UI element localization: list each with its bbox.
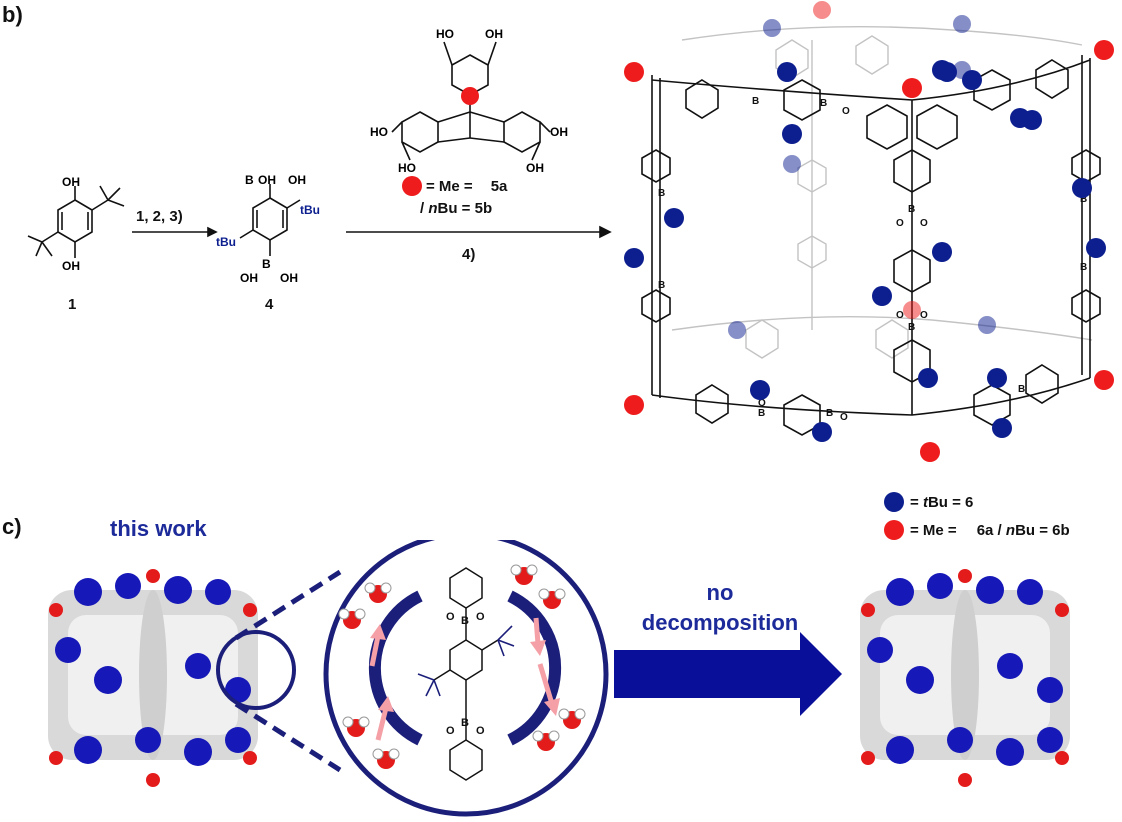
svg-text:O: O <box>896 310 904 321</box>
svg-text:O: O <box>446 725 455 737</box>
panel-c-graphic: B B O O O O <box>48 540 1070 817</box>
oh-label-right2: OH <box>526 161 544 175</box>
arrow-text-line2: decomposition <box>641 610 799 635</box>
legend-tbu: = tBu = 6 <box>884 492 973 512</box>
svg-text:B: B <box>826 408 833 419</box>
reaction-scheme: OH OH B OH OH B OH OH tBu tBu HO OH HO H… <box>27 27 612 285</box>
svg-text:B: B <box>1018 384 1025 395</box>
ho-label-left2: HO <box>398 161 416 175</box>
oh-label-top: OH <box>485 27 503 41</box>
svg-text:O: O <box>476 611 485 623</box>
svg-text:O: O <box>920 218 928 229</box>
svg-text:O: O <box>840 412 848 423</box>
methyl-marker-reagent <box>461 87 479 105</box>
svg-text:O: O <box>896 218 904 229</box>
this-work-label: this work <box>110 516 207 541</box>
arrow-text: no decomposition <box>620 578 820 638</box>
svg-text:B: B <box>752 96 759 107</box>
svg-text:O: O <box>758 398 766 409</box>
svg-text:B: B <box>1080 194 1087 205</box>
reagent-legend-nbu: / nBu = 5b <box>420 200 493 217</box>
svg-text:B: B <box>461 615 469 627</box>
blue-dot-icon <box>884 492 904 512</box>
svg-text:B: B <box>908 204 915 215</box>
cage-model-right <box>860 569 1070 787</box>
tbu-label-2: tBu <box>216 235 236 249</box>
panel-b-label: b) <box>2 2 23 27</box>
svg-text:B: B <box>245 173 254 187</box>
step-4-label: 4) <box>462 246 476 263</box>
oh-bottom-4a: OH <box>240 271 258 285</box>
svg-text:O: O <box>842 106 850 117</box>
svg-text:B: B <box>262 257 271 271</box>
compound-1-structure <box>27 185 125 258</box>
reagent-5-structure <box>391 41 551 161</box>
svg-text:O: O <box>920 310 928 321</box>
oh-top-4b: OH <box>288 173 306 187</box>
svg-text:B: B <box>908 322 915 333</box>
red-dot-icon <box>402 176 422 196</box>
panel-c-label: c) <box>2 514 22 539</box>
svg-text:O: O <box>476 725 485 737</box>
svg-text:B: B <box>758 408 765 419</box>
svg-text:B: B <box>658 280 665 291</box>
legend-me: = Me = 6a / nBu = 6b <box>884 520 1070 540</box>
compound-1-label: 1 <box>68 296 77 313</box>
arrow-text-line1: no <box>706 580 734 605</box>
zoom-circle-small <box>216 630 296 710</box>
svg-text:B: B <box>658 188 665 199</box>
compound-4-label: 4 <box>265 296 274 313</box>
oh-top-1: OH <box>62 175 80 189</box>
ho-label-top: HO <box>436 27 454 41</box>
oh-top-4a: OH <box>258 173 276 187</box>
water-molecules <box>338 564 586 769</box>
red-dot-icon <box>884 520 904 540</box>
compound-4-structure <box>239 184 301 256</box>
svg-text:B: B <box>461 717 469 729</box>
reagent-legend-me: = Me = 5a <box>402 176 507 196</box>
ho-label-left: HO <box>370 125 388 139</box>
oh-bottom-4b: OH <box>280 271 298 285</box>
oh-label-right: OH <box>550 125 568 139</box>
svg-text:O: O <box>446 611 455 623</box>
step-1-3-label: 1, 2, 3) <box>136 208 183 225</box>
oh-bottom-1: OH <box>62 259 80 273</box>
no-decomposition-arrow <box>614 632 842 716</box>
zoom-circle-large <box>323 540 609 817</box>
svg-text:B: B <box>820 98 827 109</box>
tbu-label-1: tBu <box>300 203 320 217</box>
cage-model-left <box>48 569 258 787</box>
svg-text:B: B <box>1080 262 1087 273</box>
